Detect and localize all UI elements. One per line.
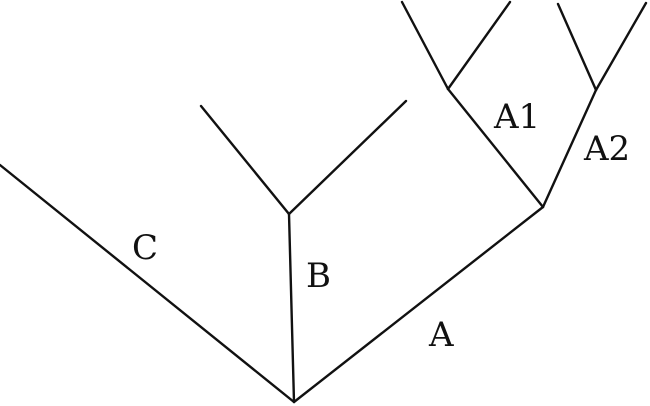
branch-a1 [446, 87, 545, 209]
label-a1: A1 [493, 97, 540, 137]
branch-a2 [541, 88, 598, 209]
branch-b [287, 212, 296, 404]
branch-a2-left-tip [556, 2, 598, 92]
label-a2: A2 [583, 129, 630, 169]
branch-a1-left-tip [400, 0, 450, 91]
branch-b-left-tip [199, 104, 291, 216]
branch-a1-right-tip [446, 0, 512, 91]
branch-a [292, 205, 545, 404]
label-a: A [428, 315, 454, 355]
branch-b-right-tip [287, 99, 408, 216]
label-c: C [132, 228, 158, 268]
label-b: B [306, 256, 331, 296]
branch-c [0, 163, 296, 404]
branch-a2-right-tip [594, 1, 648, 92]
